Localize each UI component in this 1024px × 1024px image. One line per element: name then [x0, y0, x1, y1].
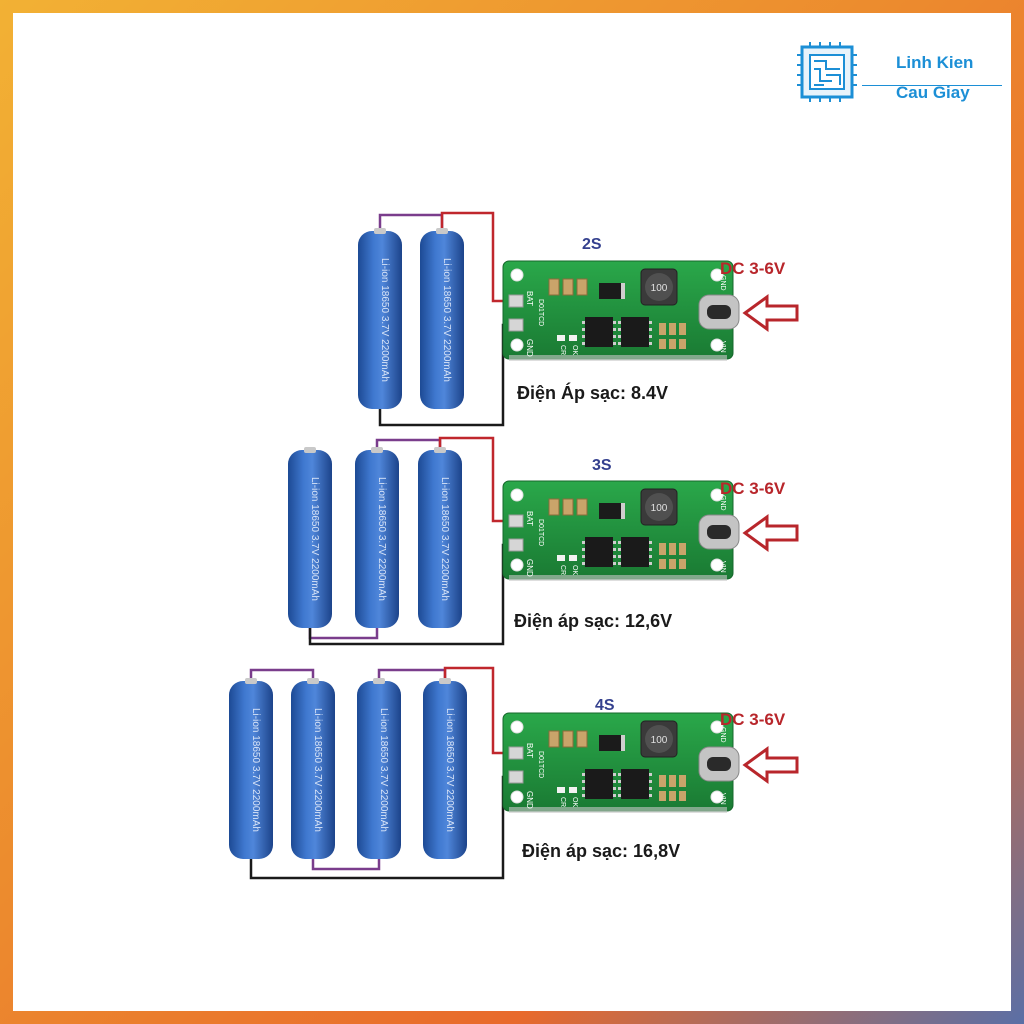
voltage-label-4s: Điện áp sạc: 16,8V [522, 841, 681, 861]
battery-4s-1: Li-ion 18650 3.7V 2200mAh [229, 678, 273, 859]
led-cr-label: CR [559, 797, 566, 807]
product-image: Linh Kien Cau Giay Li-ion 18650 3.7V 220… [13, 13, 1011, 1011]
positive-wire [438, 436, 509, 523]
link-wire [378, 213, 444, 231]
pad-vin-label: VIN [719, 793, 726, 805]
battery-4s-4: Li-ion 18650 3.7V 2200mAh [423, 678, 467, 859]
voltage-label-3s: Điện áp sạc: 12,6V [514, 611, 673, 631]
pad-bat-label: BAT [525, 511, 534, 526]
link-wire [375, 438, 442, 450]
battery-3s-1: Li-ion 18650 3.7V 2200mAh [288, 447, 332, 628]
input-arrow-4s [742, 746, 799, 784]
brand-logo: Linh Kien Cau Giay [796, 35, 1006, 115]
link-wire [311, 859, 381, 871]
battery-label: Li-ion 18650 3.7V 2200mAh [376, 477, 387, 601]
battery-4s-2: Li-ion 18650 3.7V 2200mAh [291, 678, 335, 859]
battery-3s-2: Li-ion 18650 3.7V 2200mAh [355, 447, 399, 628]
battery-label: Li-ion 18650 3.7V 2200mAh [250, 708, 261, 832]
pad-vin-label: VIN [719, 341, 726, 353]
battery-label: Li-ion 18650 3.7V 2200mAh [309, 477, 320, 601]
pad-bat-label: BAT [525, 743, 534, 758]
led-ok-label: OK [571, 797, 578, 807]
led-ok-label: OK [571, 565, 578, 575]
link-wire [308, 628, 379, 640]
battery-label: Li-ion 18650 3.7V 2200mAh [379, 258, 390, 382]
positive-wire [440, 211, 509, 303]
battery-2s-1: Li-ion 18650 3.7V 2200mAh [358, 228, 402, 409]
input-label-3s: DC 3-6V [720, 479, 786, 498]
input-arrow-3s [742, 514, 799, 552]
pad-gnd-right-label: GND [719, 727, 726, 743]
chip-circuit-icon [797, 42, 857, 102]
module-label-4s: 4S [595, 697, 615, 714]
pad-gnd-right-label: GND [719, 275, 726, 291]
voltage-label-2s: Điện Áp sạc: 8.4V [517, 383, 669, 403]
battery-4s-3: Li-ion 18650 3.7V 2200mAh [357, 678, 401, 859]
link-wire [377, 668, 447, 681]
battery-label: Li-ion 18650 3.7V 2200mAh [441, 258, 452, 382]
model-label: D01TCD [537, 751, 544, 778]
battery-label: Li-ion 18650 3.7V 2200mAh [444, 708, 455, 832]
led-ok-label: OK [571, 345, 578, 355]
led-cr-label: CR [559, 565, 566, 575]
pad-gnd-label: GND [525, 559, 534, 577]
pad-gnd-label: GND [525, 339, 534, 357]
negative-wire [308, 543, 509, 646]
model-label: D01TCD [537, 299, 544, 326]
pad-vin-label: VIN [719, 561, 726, 573]
brand-name-line1: Linh Kien [896, 53, 974, 72]
battery-2s-2: Li-ion 18650 3.7V 2200mAh [420, 228, 464, 409]
pad-bat-label: BAT [525, 291, 534, 306]
link-wire [249, 668, 315, 681]
inductor-label: 100 [651, 283, 668, 294]
input-label-4s: DC 3-6V [720, 710, 786, 729]
brand-name-line2: Cau Giay [896, 83, 970, 102]
input-arrow-2s [742, 294, 799, 332]
pad-gnd-label: GND [525, 791, 534, 809]
positive-wire [443, 666, 509, 755]
input-label-2s: DC 3-6V [720, 259, 786, 278]
led-cr-label: CR [559, 345, 566, 355]
inductor-label: 100 [651, 735, 668, 746]
battery-label: Li-ion 18650 3.7V 2200mAh [378, 708, 389, 832]
brand-divider [862, 85, 1002, 86]
battery-3s-3: Li-ion 18650 3.7V 2200mAh [418, 447, 462, 628]
battery-label: Li-ion 18650 3.7V 2200mAh [439, 477, 450, 601]
pad-gnd-right-label: GND [719, 495, 726, 511]
module-label-3s: 3S [592, 457, 612, 474]
inductor-label: 100 [651, 503, 668, 514]
model-label: D01TCD [537, 519, 544, 546]
battery-label: Li-ion 18650 3.7V 2200mAh [312, 708, 323, 832]
module-label-2s: 2S [582, 236, 602, 253]
